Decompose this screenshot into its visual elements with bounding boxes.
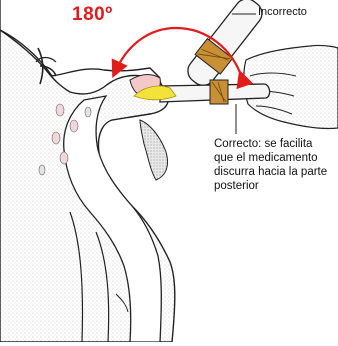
- correct-label: Correcto: se facilita que el medicamento…: [214, 137, 332, 193]
- head-profile: [0, 0, 175, 342]
- soft-palate: [140, 120, 168, 180]
- angle-label: 180º: [72, 4, 113, 26]
- incorrect-label: Incorrecto: [258, 6, 307, 18]
